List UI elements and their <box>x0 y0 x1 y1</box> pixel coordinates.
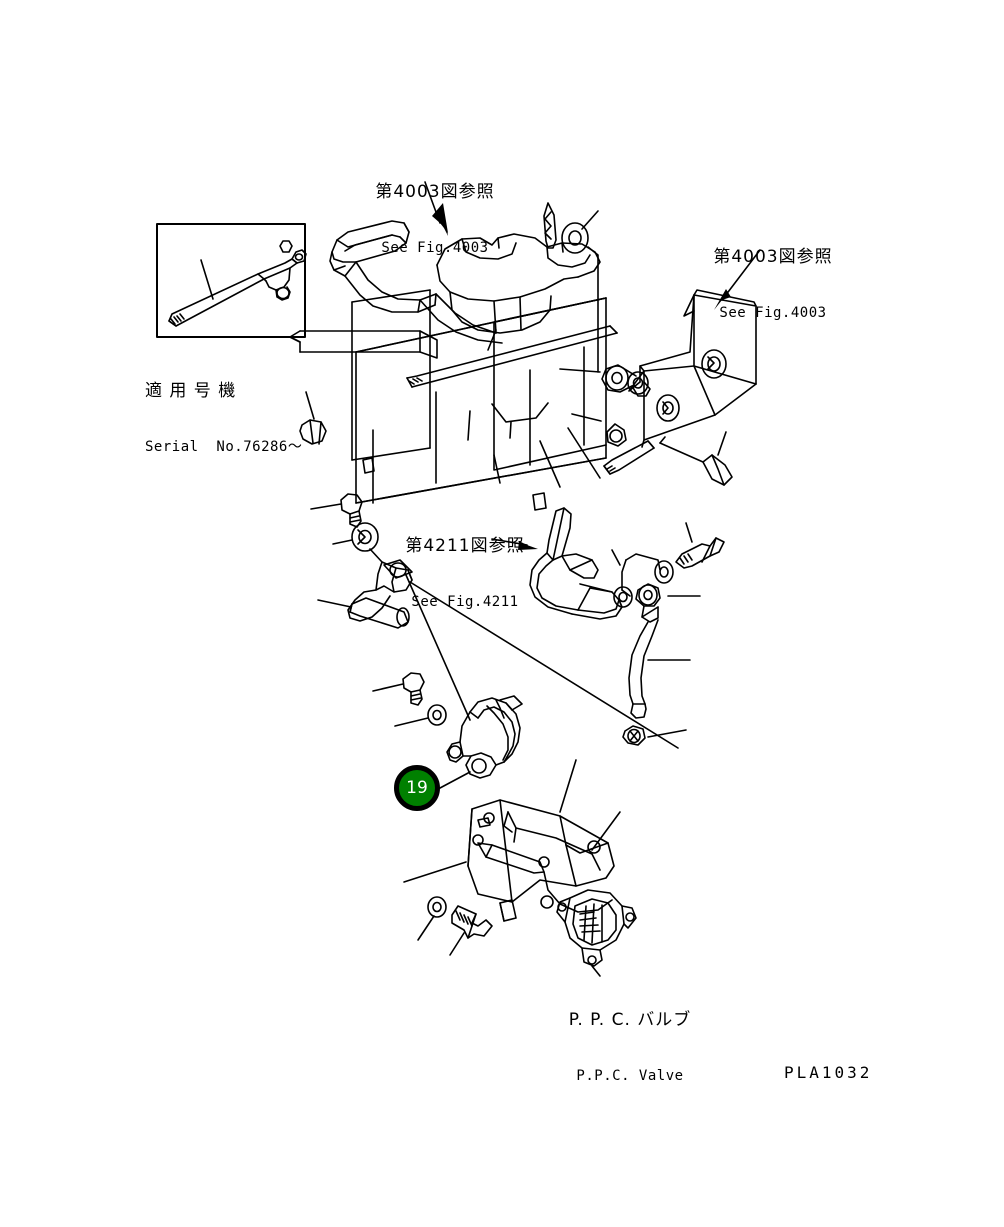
label-see-fig-4003-right-en: See Fig.4003 <box>719 304 827 321</box>
drawing-code: PLA1032 <box>784 1063 873 1082</box>
operator-seat-assembly <box>289 220 618 511</box>
label-see-fig-4211: 第4211図参照 See Fig.4211 <box>385 498 545 648</box>
ppc-mounting-bracket <box>403 759 621 922</box>
label-see-fig-4003-right: 第4003図参照 See Fig.4003 <box>693 209 853 359</box>
label-see-fig-4211-en: See Fig.4211 <box>411 593 519 610</box>
left-pedal-linkage <box>310 493 679 749</box>
label-ppc-valve-en: P.P.C. Valve <box>576 1067 684 1084</box>
label-serial-number-inset-jp: 適 用 号 機 <box>145 380 237 401</box>
callout-badge-19-number: 19 <box>406 777 428 798</box>
label-see-fig-4003-left-en: See Fig.4003 <box>381 239 489 256</box>
inset-box-serial-variant <box>156 223 307 338</box>
bottom-bolts <box>417 896 493 956</box>
label-ppc-valve: P. P. C. バルブ P.P.C. Valve <box>540 972 720 1122</box>
label-serial-number-inset: 適 用 号 機 Serial No.76286〜 <box>145 343 335 493</box>
label-see-fig-4003-left: 第4003図参照 See Fig.4003 <box>355 144 515 294</box>
clamp-assembly-item19 <box>372 672 523 789</box>
right-linkage-hose <box>579 522 725 746</box>
label-see-fig-4003-right-jp: 第4003図参照 <box>713 246 833 267</box>
callout-badge-19[interactable]: 19 <box>394 765 440 811</box>
leader-fig4211 <box>491 538 538 550</box>
upper-right-small-parts <box>543 202 599 373</box>
label-serial-number-inset-en: Serial No.76286〜 <box>145 438 303 455</box>
ppc-valve-body <box>556 889 637 977</box>
label-ppc-valve-jp: P. P. C. バルブ <box>568 1009 692 1030</box>
label-see-fig-4003-left-jp: 第4003図参照 <box>375 181 495 202</box>
leader-fig4003-left <box>424 181 448 236</box>
label-see-fig-4211-jp: 第4211図参照 <box>405 535 525 556</box>
right-bracket-plate <box>559 289 757 486</box>
